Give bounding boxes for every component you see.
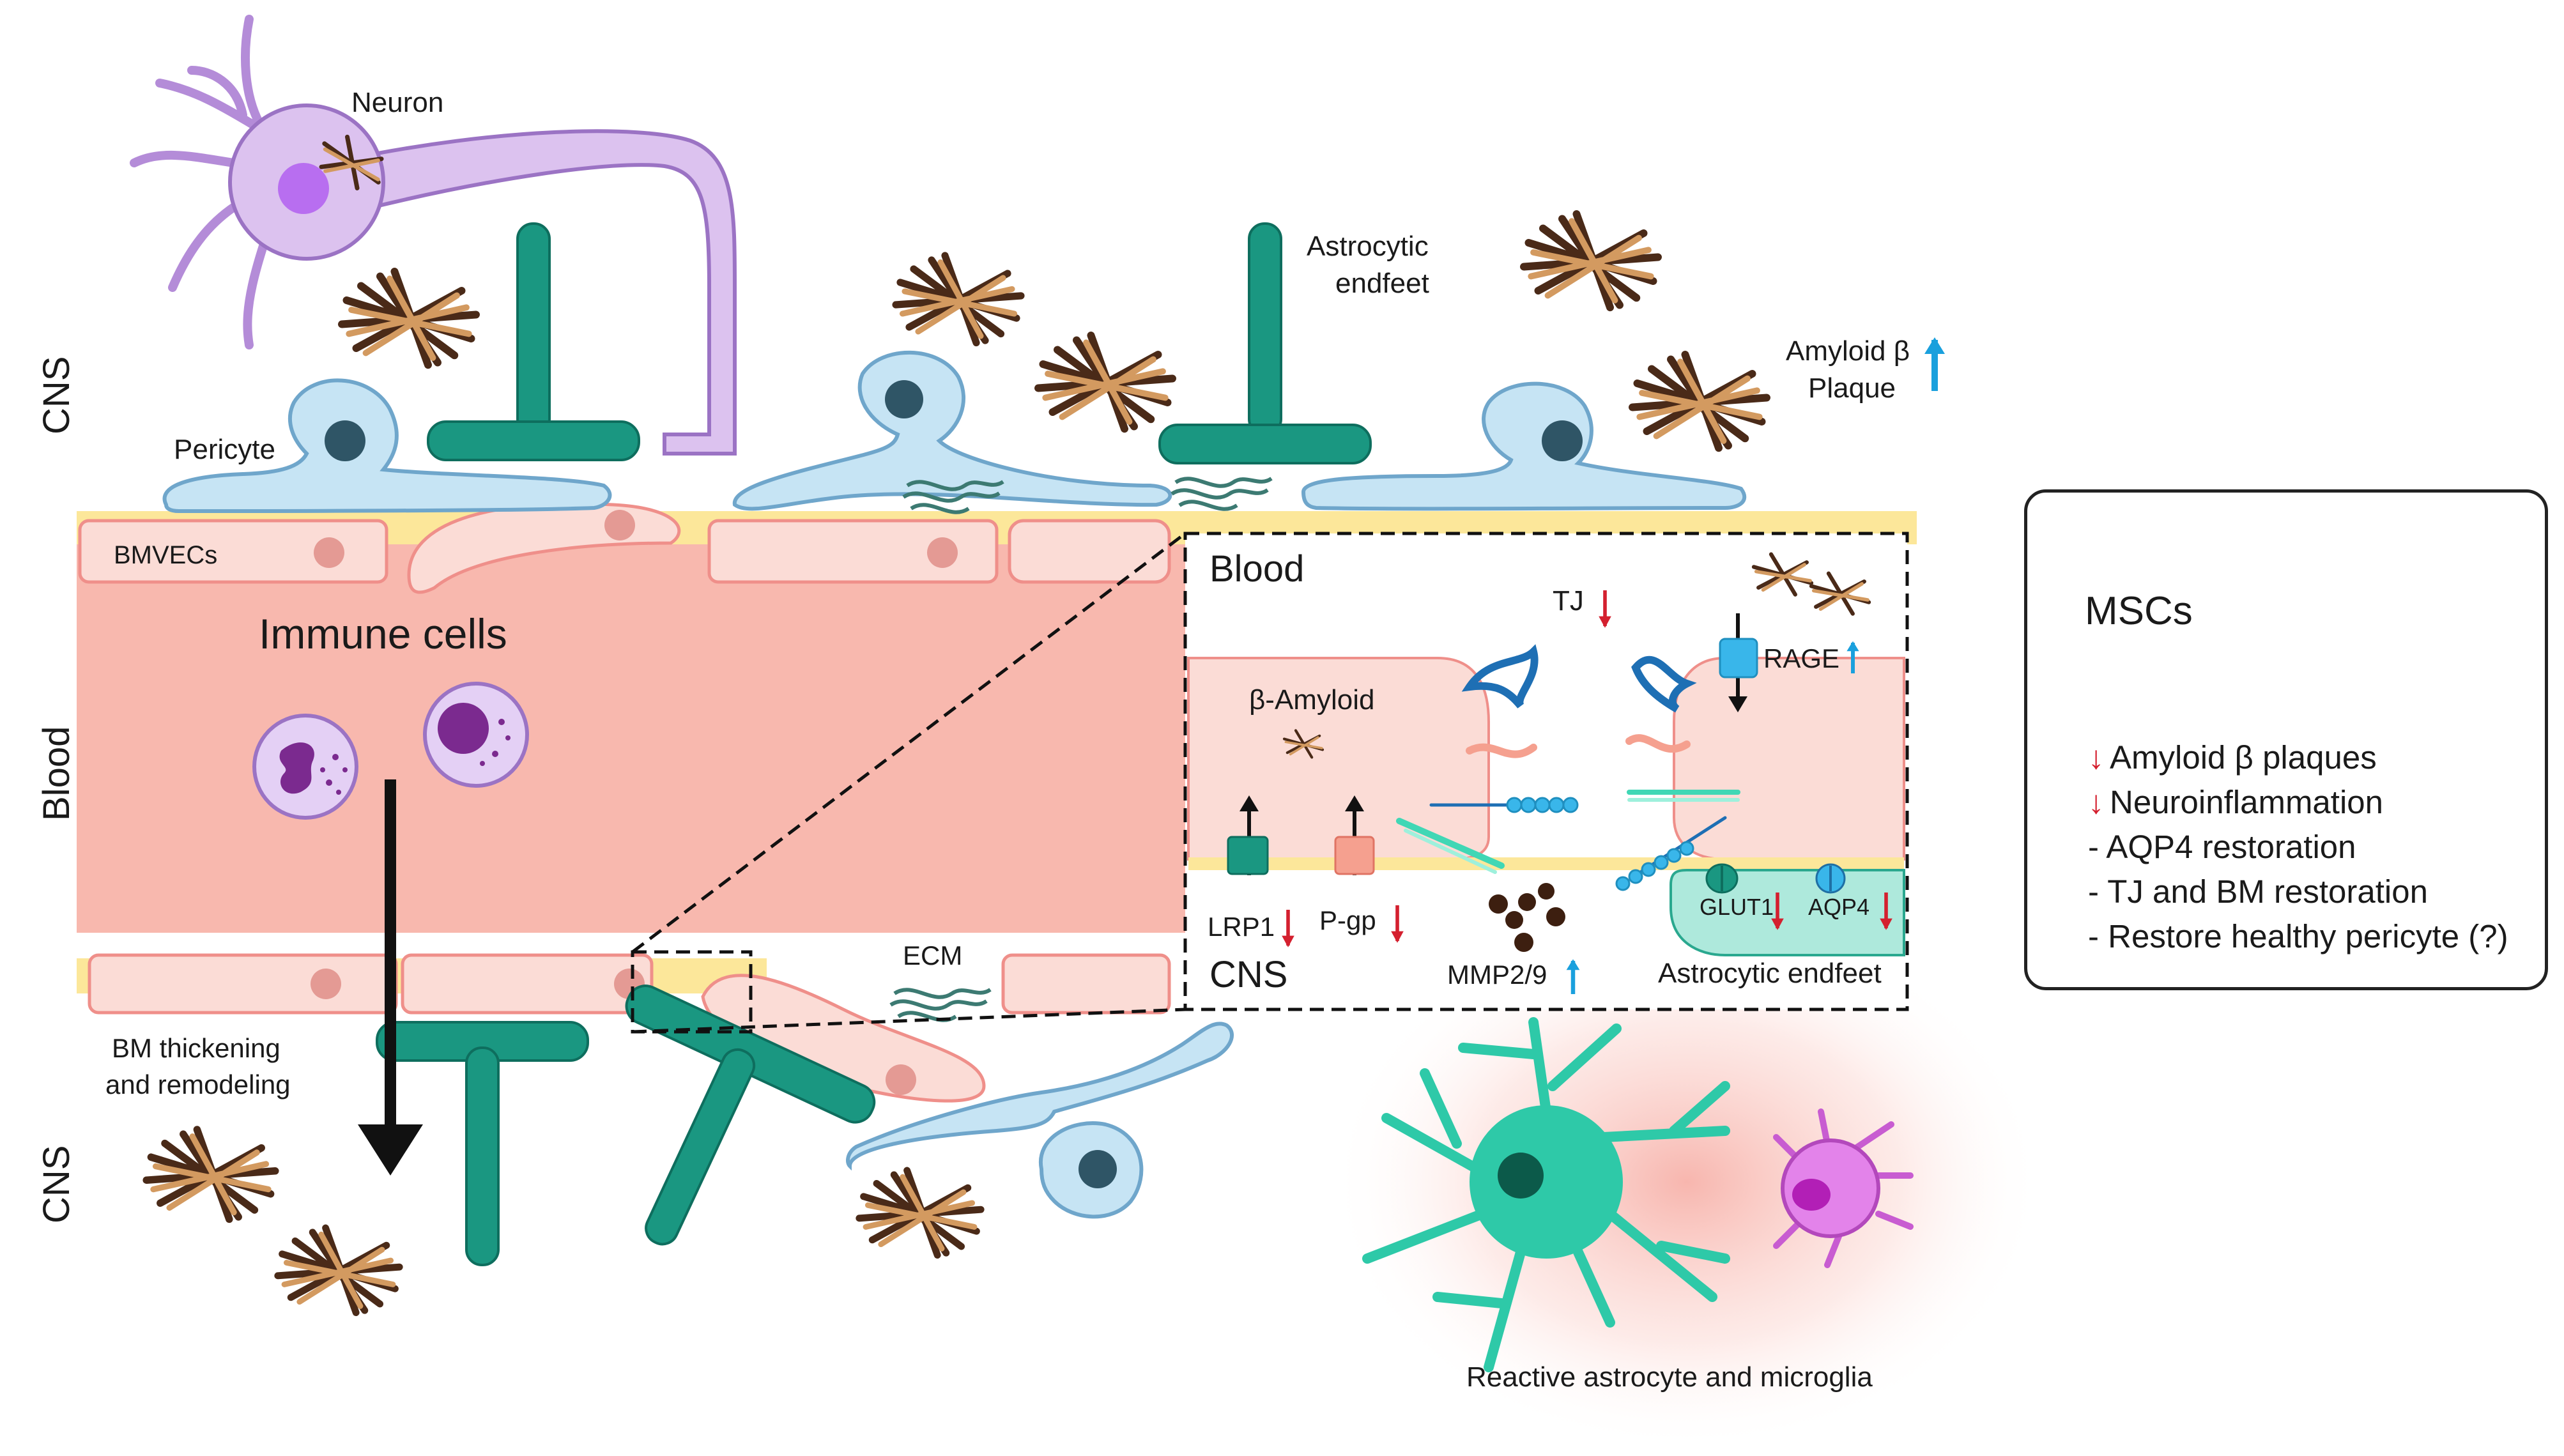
immune-cells-label: Immune cells xyxy=(259,610,507,657)
mmp-particles xyxy=(1489,883,1565,952)
ecm-fibers-3 xyxy=(891,990,990,1020)
aqp4-channel xyxy=(1815,863,1846,894)
inset-pgp-label: P-gp xyxy=(1319,905,1376,935)
pericyte-middle xyxy=(732,350,1172,511)
msc-effect-item: ↓Neuroinflammation xyxy=(2088,780,2508,825)
label-astrocytic-2: endfeet xyxy=(1335,268,1429,299)
msc-title: MSCs xyxy=(2085,589,2193,633)
amyloid-plaque-7 xyxy=(278,1228,399,1313)
msc-effect-item: - TJ and BM restoration xyxy=(2088,873,2428,910)
ecm-label: ECM xyxy=(903,940,962,970)
astrocytic-endfoot-top-2 xyxy=(1158,222,1372,464)
endothelial-row-top xyxy=(78,502,1171,594)
neuron xyxy=(130,15,737,456)
amyloid-bead-chains xyxy=(1506,797,1694,891)
amyloid-plaque-1 xyxy=(342,272,476,365)
pericyte-label: Pericyte xyxy=(174,434,275,465)
amyloid-up-arrow xyxy=(1924,337,1945,391)
amyloid-plaque-8 xyxy=(859,1170,981,1255)
amyloid-plaque-5 xyxy=(1632,355,1767,448)
inset-astro-endfeet-label: Astrocytic endfeet xyxy=(1658,958,1882,989)
pgp-transporter xyxy=(1334,795,1375,875)
ecm-fibers-2 xyxy=(1172,479,1271,509)
label-amyloid-1: Amyloid β xyxy=(1786,335,1910,367)
rage-receptor xyxy=(1719,613,1758,712)
glut1-channel xyxy=(1705,863,1739,894)
pericyte-bottom xyxy=(846,1022,1234,1219)
immune-cell-neutrophil xyxy=(252,714,358,820)
inset-panel xyxy=(1185,533,1907,1009)
down-arrow-icon: ↓ xyxy=(2088,784,2105,820)
pericyte-left xyxy=(162,378,612,514)
amyloid-plaque-6 xyxy=(146,1130,275,1219)
zoom-connector-bottom xyxy=(632,1008,1186,1034)
label-astrocytic-1: Astrocytic xyxy=(1307,231,1429,262)
astrocytic-endfoot-top-1 xyxy=(427,222,640,461)
msc-panel: MSCs ↓Amyloid β plaques ↓Neuroinflammati… xyxy=(2024,489,2548,990)
microglia xyxy=(1773,1108,1914,1268)
msc-effects-list: ↓Amyloid β plaques ↓Neuroinflammation - … xyxy=(2088,735,2508,959)
bm-thickening-label-1: BM thickening xyxy=(112,1033,280,1063)
immune-cell-lymphocyte xyxy=(423,682,529,788)
side-label-cns-bottom: CNS xyxy=(36,1146,77,1223)
vessel-lumen xyxy=(77,543,1271,933)
label-amyloid-2: Plaque xyxy=(1808,372,1896,404)
migration-arrow xyxy=(358,779,423,1176)
zoom-source-box xyxy=(631,950,753,1034)
bmvecs-label: BMVECs xyxy=(114,541,217,569)
inset-mmp-label: MMP2/9 xyxy=(1447,960,1547,990)
inset-aqp4-label: AQP4 xyxy=(1808,894,1869,920)
amyloid-plaque-3 xyxy=(1038,335,1172,429)
inset-glut1-label: GLUT1 xyxy=(1700,894,1774,920)
down-arrow-icon: ↓ xyxy=(2088,739,2105,776)
msc-effect-item: ↓Amyloid β plaques xyxy=(2088,735,2508,780)
side-label-cns-top: CNS xyxy=(36,356,77,434)
inset-lrp1-label: LRP1 xyxy=(1208,912,1275,942)
zoom-connector-top xyxy=(631,532,1186,953)
reactive-label: Reactive astrocyte and microglia xyxy=(1466,1361,1873,1393)
neuron-label: Neuron xyxy=(351,87,443,118)
pericyte-right xyxy=(1301,381,1747,511)
inset-border xyxy=(1183,532,1909,1011)
inset-blood-label: Blood xyxy=(1209,548,1304,590)
astrocytic-endfoot-bottom-2 xyxy=(625,985,876,1246)
inset-cns-label: CNS xyxy=(1209,954,1287,995)
msc-effect-item: - AQP4 restoration xyxy=(2088,829,2356,865)
msc-effect-item: - Restore healthy pericyte (?) xyxy=(2088,918,2508,954)
astrocytic-endfoot-bottom-1 xyxy=(376,1021,589,1266)
amyloid-plaque-4 xyxy=(1524,214,1658,307)
inset-rage-label: RAGE xyxy=(1763,643,1839,673)
endothelial-row-bottom xyxy=(88,953,1171,1103)
amyloid-plaque-2 xyxy=(896,256,1021,343)
lrp1-transporter xyxy=(1227,795,1269,875)
side-label-blood: Blood xyxy=(36,726,77,821)
inset-beta-amyloid-label: β-Amyloid xyxy=(1249,684,1374,716)
inset-tj-label: TJ xyxy=(1553,585,1584,617)
reactive-astrocyte xyxy=(1362,1017,1730,1372)
bm-thickening-label-2: and remodeling xyxy=(105,1069,291,1100)
